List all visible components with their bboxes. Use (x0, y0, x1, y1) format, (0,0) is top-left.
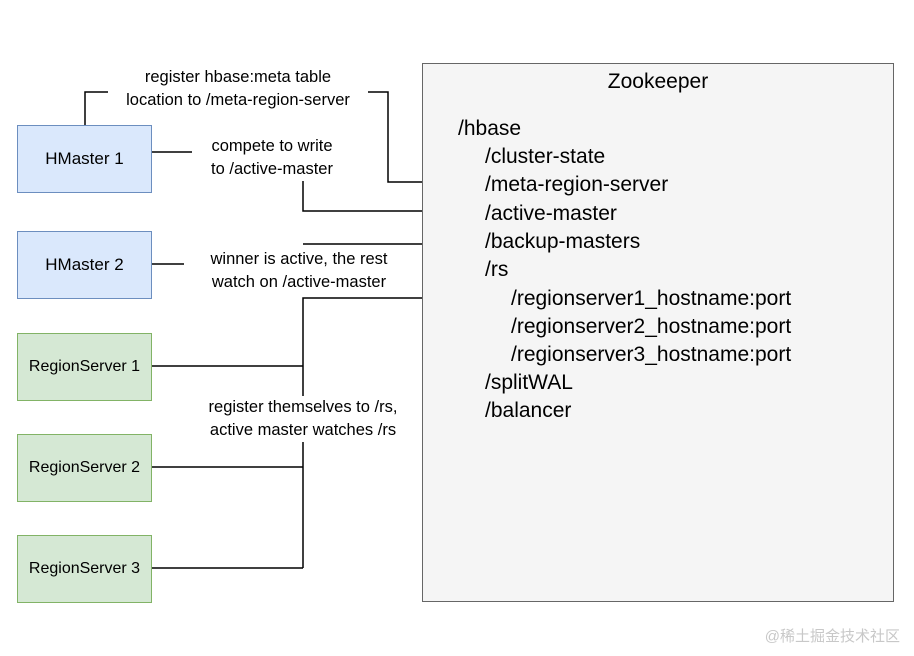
register-meta-label-line1: register hbase:meta table (144, 68, 332, 86)
hmaster-2-node: HMaster 2 (17, 231, 152, 299)
znode-backup-masters: /backup-masters (485, 230, 641, 253)
register-meta-label: register hbase:meta table location to /m… (108, 66, 368, 112)
compete-label-line1: compete to write (211, 137, 333, 155)
znode-splitwal: /splitWAL (485, 371, 573, 394)
register-meta-label-line2: location to /meta-region-server (126, 91, 350, 109)
regionserver-1-node: RegionServer 1 (17, 333, 152, 401)
register-rs-label-line2: active master watches /rs (209, 421, 397, 439)
watermark: @稀土掘金技术社区 (764, 628, 900, 645)
znode-regionserver1: /regionserver1_hostname:port (511, 287, 792, 310)
register-meta-arrow (84, 91, 448, 189)
winner-label-line2: watch on /active-master (211, 273, 387, 291)
winner-label: winner is active, the rest watch on /act… (184, 248, 414, 294)
znode-meta-region-server: /meta-region-server (485, 173, 669, 196)
zookeeper-box: Zookeeper /hbase /cluster-state /meta-re… (422, 63, 894, 602)
znode-cluster-state: /cluster-state (485, 145, 606, 168)
register-rs-label-line1: register themselves to /rs, (208, 398, 398, 416)
znode-active-master: /active-master (485, 202, 617, 225)
regionserver-3-node: RegionServer 3 (17, 535, 152, 603)
znode-hbase: /hbase (458, 117, 522, 140)
znode-regionserver3: /regionserver3_hostname:port (511, 343, 792, 366)
regionserver-2-node: RegionServer 2 (17, 434, 152, 502)
znode-rs: /rs (485, 258, 509, 281)
hmaster-1-node: HMaster 1 (17, 125, 152, 193)
compete-label: compete to write to /active-master (192, 135, 352, 181)
znode-balancer: /balancer (485, 399, 572, 422)
compete-label-line2: to /active-master (211, 160, 333, 178)
winner-label-line1: winner is active, the rest (210, 250, 388, 268)
register-rs-label: register themselves to /rs, active maste… (190, 396, 416, 442)
zookeeper-title: Zookeeper (607, 70, 709, 93)
znode-regionserver2: /regionserver2_hostname:port (511, 315, 792, 338)
